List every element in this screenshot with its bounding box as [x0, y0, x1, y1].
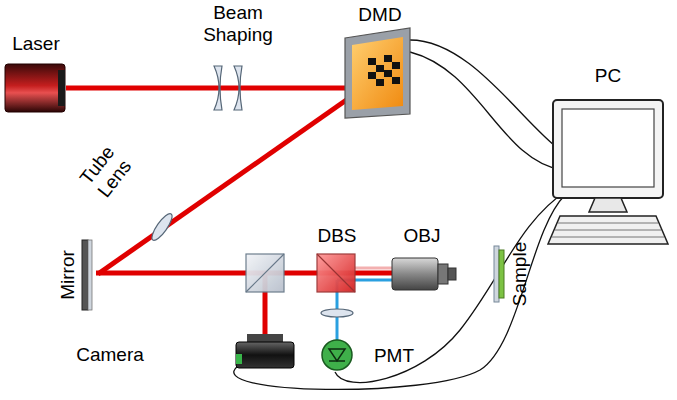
mirror	[82, 240, 92, 310]
dmd-device	[376, 79, 384, 86]
pmt-detector	[322, 340, 352, 370]
beam-shaping-lens	[234, 66, 242, 110]
pmt-detector	[329, 349, 345, 361]
beam-splitter	[246, 254, 284, 292]
component-label: Tube Lens	[73, 139, 138, 205]
component-label: Beam Shaping	[198, 2, 278, 46]
cable	[410, 52, 562, 170]
dmd-device	[368, 58, 376, 65]
dmd-device	[376, 65, 384, 72]
component-label: Laser	[12, 33, 60, 55]
objective-lens	[392, 258, 438, 290]
pc-computer	[552, 223, 664, 237]
cable	[234, 195, 565, 389]
objective-lens	[392, 258, 456, 290]
beam-shaping-lens	[214, 66, 242, 110]
beam-splitter	[246, 254, 284, 292]
component-label: PC	[595, 65, 621, 87]
fluorescence-beam	[355, 267, 392, 270]
beam-splitter	[246, 254, 284, 292]
component-label: DMD	[358, 4, 401, 26]
sample-slide	[499, 250, 504, 298]
laser-source	[5, 64, 65, 112]
dmd-device	[392, 77, 400, 84]
dmd-device	[368, 55, 400, 86]
objective-lens	[438, 264, 448, 284]
pc-computer	[555, 230, 661, 231]
pc-computer	[558, 223, 658, 224]
pc-computer	[548, 100, 668, 244]
tube-lens	[149, 211, 176, 243]
mirror	[82, 240, 88, 310]
dichroic-beam-splitter	[317, 254, 355, 292]
camera	[236, 354, 242, 364]
pmt-lens	[321, 309, 353, 317]
mirror	[88, 240, 92, 310]
laser-source	[58, 70, 65, 106]
pc-computer	[562, 109, 654, 187]
dmd-device	[384, 70, 392, 77]
camera	[236, 342, 294, 368]
pc-computer	[553, 100, 663, 198]
dmd-device	[345, 28, 410, 118]
dmd-device	[368, 72, 376, 79]
component-label: OBJ	[404, 225, 441, 247]
beam-shaping-lens	[214, 66, 222, 110]
dmd-device	[345, 28, 410, 118]
camera	[247, 334, 283, 342]
dichroic-beam-splitter	[317, 254, 355, 292]
dmd-device	[352, 37, 403, 110]
pmt-detector	[329, 360, 345, 362]
component-label: Camera	[76, 344, 144, 366]
sample-slide	[494, 246, 504, 302]
dichroic-beam-splitter	[317, 254, 355, 292]
cable	[335, 190, 568, 383]
component-label: PMT	[374, 345, 414, 367]
pc-computer	[552, 237, 664, 238]
laser-beam	[98, 82, 372, 274]
component-label: Mirror	[57, 250, 79, 300]
component-label: DBS	[317, 225, 356, 247]
pmt-detector	[322, 340, 352, 370]
camera	[236, 334, 294, 368]
pc-computer	[548, 216, 668, 244]
pc-computer	[589, 198, 627, 212]
dmd-device	[384, 55, 392, 62]
sample-slide	[494, 246, 499, 302]
component-label: Sample	[509, 242, 531, 306]
objective-lens	[448, 268, 456, 280]
cable	[410, 40, 560, 150]
laser-source	[5, 64, 65, 112]
tube-lens	[149, 211, 176, 243]
dmd-device	[392, 62, 400, 69]
laser-beam	[66, 82, 395, 334]
pmt-lens	[321, 309, 353, 317]
